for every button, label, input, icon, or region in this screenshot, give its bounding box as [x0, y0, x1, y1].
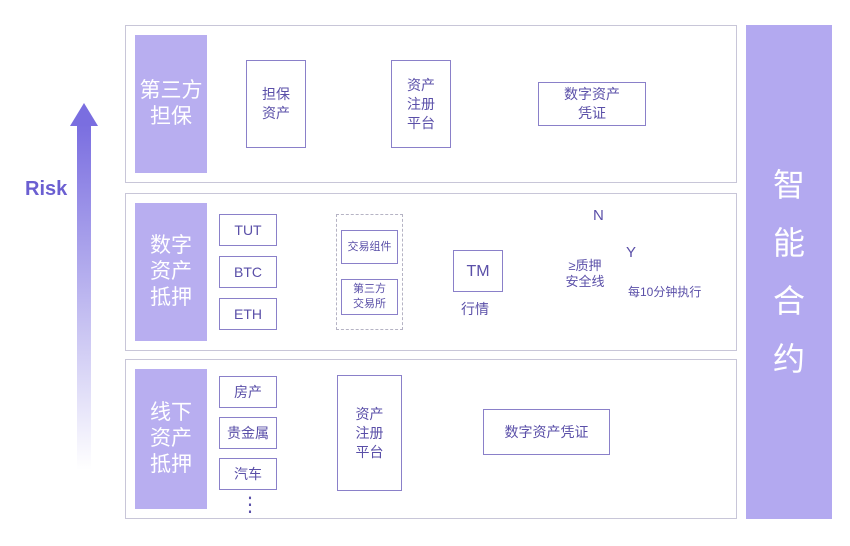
node-asset-registry: 资产 注册 平台: [391, 60, 451, 148]
decision-label: ≥质押 安全线: [565, 258, 605, 289]
risk-arrow-shaft: [77, 124, 91, 470]
smart-contract-char-2: 能: [772, 225, 805, 261]
asset-precious-metal: 贵金属: [219, 417, 277, 449]
label-offline: 线下 资产 抵押: [135, 369, 207, 509]
node-digital-voucher: 数字资产 凭证: [538, 82, 646, 126]
asset-btc: BTC: [219, 256, 277, 288]
no-label: N: [593, 207, 604, 224]
asset-tut: TUT: [219, 214, 277, 246]
node-collateral-asset: 担保 资产: [246, 60, 306, 148]
asset-property: 房产: [219, 376, 277, 408]
yes-caption: 每10分钟执行: [628, 285, 702, 299]
risk-arrow-head: [70, 103, 98, 126]
node-third-party-exchange: 第三方 交易所: [341, 279, 398, 315]
smart-contract-char-3: 合: [772, 283, 805, 319]
node-digital-voucher-offline: 数字资产凭证: [483, 409, 610, 455]
label-third-party: 第三方 担保: [135, 35, 207, 173]
panel-digital: [125, 193, 737, 351]
smart-contract-char-1: 智: [772, 167, 805, 203]
risk-label: Risk: [25, 178, 68, 200]
panel-offline: [125, 359, 737, 519]
smart-contract-char-4: 约: [772, 341, 805, 377]
yes-label: Y: [626, 244, 637, 261]
tm-caption: 行情: [461, 301, 489, 317]
asset-car: 汽车: [219, 458, 277, 490]
node-asset-registry-offline: 资产 注册 平台: [337, 375, 402, 491]
node-exchange-component: 交易组件: [341, 230, 398, 264]
label-digital: 数字 资产 抵押: [135, 203, 207, 341]
node-tm: TM: [453, 250, 503, 292]
asset-eth: ETH: [219, 298, 277, 330]
smart-contract-block: 智 能 合 约: [746, 25, 832, 519]
more-assets-ellipsis: ⋮: [240, 494, 260, 516]
